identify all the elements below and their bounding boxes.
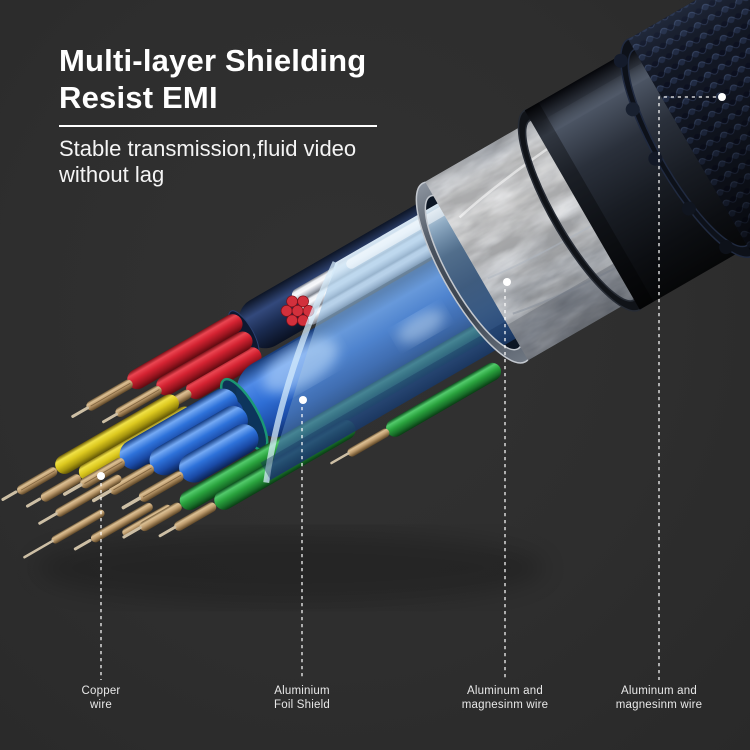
page-title: Multi-layer Shielding Resist EMI — [59, 42, 377, 116]
callout-leader-magnesium-wire-2 — [658, 96, 716, 680]
callout-label-magnesium-wire-2: Aluminum and magnesinm wire — [615, 685, 703, 711]
subtitle-line-1: Stable transmission,fluid video — [59, 136, 357, 161]
callout-label-magnesium-wire-1: Aluminum and magnesinm wire — [461, 685, 549, 711]
cable-body — [1, 0, 750, 559]
callout-dot-foil-shield — [299, 396, 307, 404]
title-line-2: Resist EMI — [59, 80, 218, 115]
callout-label-foil-shield: Aluminium Foil Shield — [274, 685, 330, 711]
red-wire — [127, 314, 243, 390]
callout-dot-magnesium-wire-1 — [503, 278, 511, 286]
title-divider — [59, 125, 377, 127]
red-wire-end-faces — [280, 295, 315, 327]
cable-shadow — [35, 532, 545, 604]
callout-label-copper-wire: Copper wire — [81, 685, 121, 711]
subtitle-line-2: without lag — [59, 162, 165, 187]
callout-dot-magnesium-wire-2 — [718, 93, 726, 101]
page-subtitle: Stable transmission,fluid video without … — [59, 136, 377, 188]
title-line-1: Multi-layer Shielding — [59, 43, 367, 78]
callout-dot-copper-wire — [97, 472, 105, 480]
header-block: Multi-layer Shielding Resist EMI Stable … — [59, 42, 377, 188]
